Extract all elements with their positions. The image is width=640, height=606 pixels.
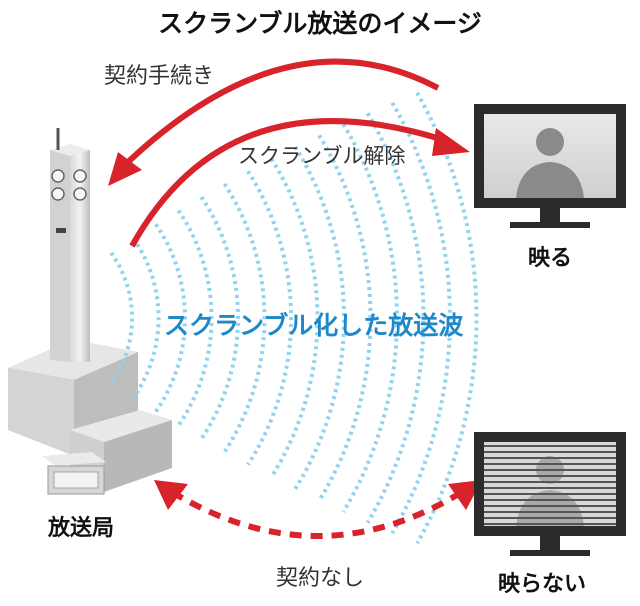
contract-procedure-label: 契約手続き bbox=[104, 64, 215, 89]
release-arrow bbox=[129, 118, 470, 248]
broadcast-tower-icon bbox=[8, 128, 172, 495]
scramble-release-label: スクランブル解除 bbox=[238, 144, 406, 168]
person-body bbox=[516, 162, 584, 198]
wave-arc bbox=[176, 209, 214, 427]
tv-ng-label: 映らない bbox=[498, 572, 587, 597]
tv-noise-icon bbox=[474, 432, 626, 556]
person-head bbox=[536, 128, 564, 156]
wave-arc bbox=[109, 251, 135, 385]
wave-arc bbox=[222, 182, 267, 454]
release-arrow-head bbox=[432, 128, 470, 156]
dish-3 bbox=[51, 187, 65, 201]
wave-arc bbox=[199, 195, 240, 441]
wave-arc bbox=[131, 237, 161, 399]
screen-noise-lines bbox=[484, 445, 616, 525]
no-contract-arrow-head-left bbox=[154, 480, 188, 510]
tv-ok-neck bbox=[540, 208, 560, 222]
tv-ng-neck bbox=[540, 536, 560, 550]
station-block-front bbox=[8, 368, 74, 456]
wave-arc bbox=[341, 123, 400, 513]
scrambled-waves bbox=[109, 91, 479, 545]
dish-1 bbox=[51, 169, 65, 183]
station-block-low-top bbox=[70, 410, 172, 442]
tv-ng-stand bbox=[510, 550, 590, 556]
dish-4 bbox=[73, 187, 87, 201]
tower-window bbox=[56, 228, 66, 233]
wave-arc bbox=[246, 170, 293, 466]
no-contract-arrow-head-right bbox=[448, 480, 482, 510]
tv-person-icon bbox=[474, 104, 626, 228]
contract-arrow bbox=[108, 58, 440, 186]
contract-arrow-head bbox=[108, 152, 142, 186]
station-entrance-roof bbox=[42, 452, 106, 466]
tower-column-top bbox=[50, 144, 90, 156]
scrambled-wave-label: スクランブル化した放送波 bbox=[164, 311, 464, 340]
wave-arc bbox=[293, 145, 346, 491]
no-contract-arrow bbox=[154, 480, 482, 539]
tv-ok-label: 映る bbox=[528, 246, 573, 271]
diagram-title: スクランブル放送のイメージ bbox=[158, 9, 482, 38]
tv-ok-stand bbox=[510, 222, 590, 228]
station-entrance-window bbox=[53, 471, 99, 489]
station-label: 放送局 bbox=[48, 516, 115, 541]
wave-arc bbox=[269, 157, 320, 479]
wave-arc bbox=[390, 101, 452, 535]
tower-column-side bbox=[70, 146, 90, 362]
dish-2 bbox=[73, 169, 87, 183]
wave-arc bbox=[154, 223, 187, 413]
wave-arc bbox=[317, 134, 373, 502]
no-contract-label: 契約なし bbox=[276, 566, 365, 591]
station-block-low-side bbox=[104, 420, 172, 492]
